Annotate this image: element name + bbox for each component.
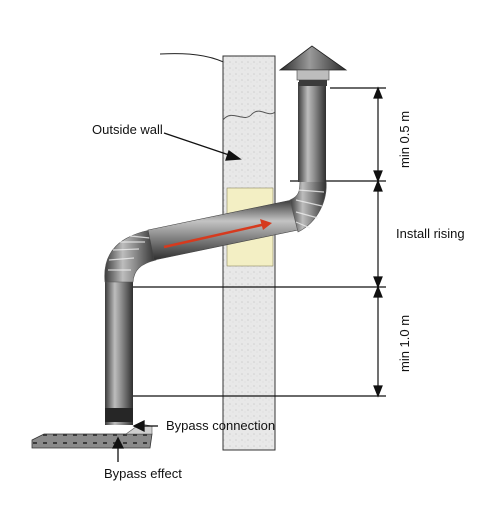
leader-arrows	[111, 132, 242, 462]
dimension-lines	[130, 86, 386, 398]
lower-vertical-pipe	[105, 275, 133, 425]
min-upper-label: min 0.5 m	[397, 111, 412, 168]
install-rising-label: Install rising	[396, 226, 465, 241]
lower-elbow	[104, 229, 157, 283]
bypass-effect-label: Bypass effect	[104, 466, 182, 481]
upper-elbow	[289, 177, 327, 233]
upper-vertical-pipe	[298, 82, 326, 182]
arrow-right-icon	[163, 219, 272, 249]
rain-cap-icon	[278, 45, 348, 86]
min-lower-label: min 1.0 m	[397, 315, 412, 372]
bypass-grate	[31, 423, 153, 449]
bypass-connection-label: Bypass connection	[166, 418, 275, 433]
outside-wall-label: Outside wall	[92, 122, 163, 137]
